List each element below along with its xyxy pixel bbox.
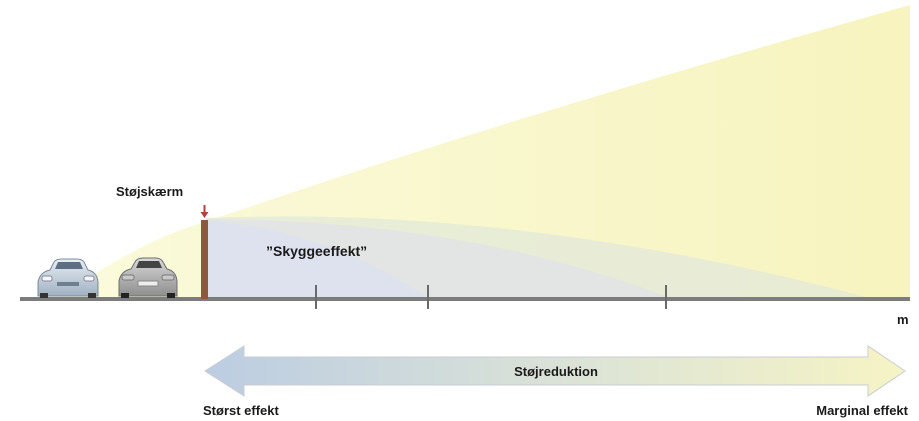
shadow-zone-inner: [206, 220, 428, 298]
ground-line: [20, 297, 910, 301]
barrier-label: Støjskærm: [116, 184, 183, 199]
car-front-icon: [37, 258, 99, 298]
marginal-effect-label: Marginal effekt: [816, 403, 908, 418]
noise-barrier: [201, 220, 208, 299]
distance-tick: [427, 285, 429, 309]
noise-reduction-label: Støjreduktion: [514, 364, 598, 379]
shadow-effect-label: ”Skyggeeffekt”: [266, 243, 367, 259]
noise-reduction-arrow: [204, 345, 906, 397]
car-rear-icon: [118, 257, 178, 298]
distance-tick: [315, 285, 317, 309]
down-arrow-icon: [200, 205, 209, 218]
distance-tick: [665, 285, 667, 309]
largest-effect-label: Størst effekt: [203, 403, 280, 418]
distance-unit-label: m: [897, 312, 909, 327]
